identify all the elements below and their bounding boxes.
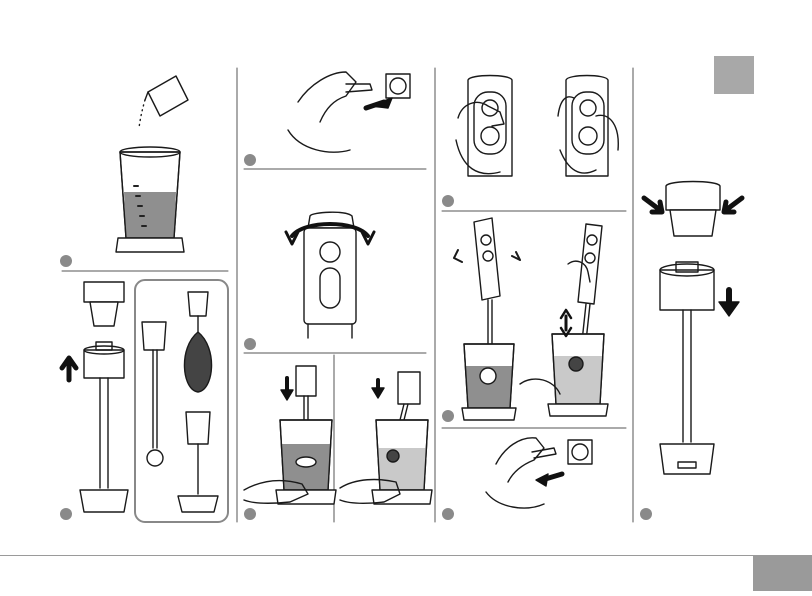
unplug-from-socket-icon — [486, 438, 592, 508]
pour-liquid-into-beaker-icon — [116, 76, 188, 252]
press-speed-buttons-icon — [456, 76, 618, 177]
attach-shaft-icon — [62, 282, 128, 512]
step-marker — [442, 195, 454, 207]
step-marker — [60, 255, 72, 267]
immerse-blender-icon — [244, 366, 432, 504]
accessory-box — [135, 280, 228, 522]
blend-move-up-down-icon — [454, 218, 608, 420]
step-marker — [244, 508, 256, 520]
step-marker — [244, 338, 256, 350]
step-marker — [442, 410, 454, 422]
language-tab — [714, 56, 754, 94]
step-marker — [442, 508, 454, 520]
step-marker — [60, 508, 72, 520]
plug-into-socket-icon — [288, 72, 410, 152]
detach-shaft-icon — [644, 182, 742, 475]
page-number-tab — [753, 556, 812, 591]
step-marker — [640, 508, 652, 520]
footer-rule — [0, 555, 812, 556]
twist-lock-motor-icon — [286, 212, 374, 338]
step-marker — [244, 154, 256, 166]
